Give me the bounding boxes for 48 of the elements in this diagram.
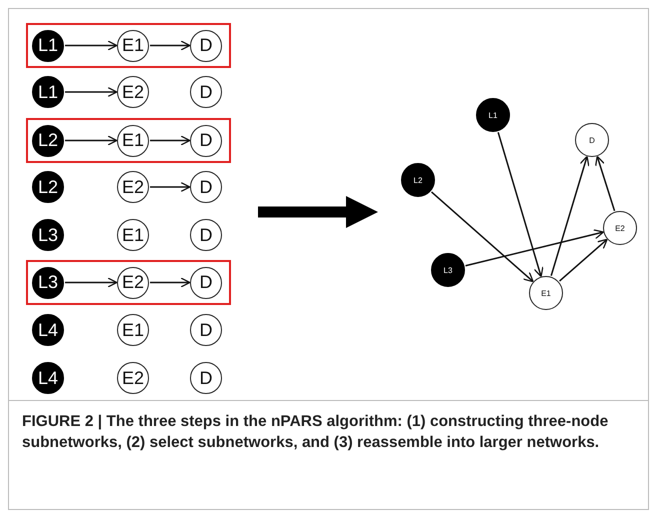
- node-circle: D: [190, 124, 222, 156]
- node-circle: L1: [32, 76, 64, 108]
- node-circle: L2: [401, 163, 435, 197]
- figure-caption: FIGURE 2 | The three steps in the nPARS algorithm: (1) constructing three-node subnetworks, (2) select subnetworks, and (3) reassemble into larger networks.: [22, 412, 610, 453]
- node-circle: E1: [529, 276, 563, 310]
- arrow: [550, 156, 590, 276]
- node-circle: L1: [32, 30, 64, 62]
- node-circle: E2: [117, 76, 149, 108]
- node-circle: D: [575, 123, 609, 157]
- node-circle: L3: [32, 266, 64, 298]
- arrow: [65, 277, 118, 288]
- node-circle: D: [190, 30, 222, 62]
- node-circle: E1: [117, 30, 149, 62]
- highlight-box: [26, 260, 231, 305]
- highlight-box: [26, 23, 231, 68]
- node-circle: E2: [117, 362, 149, 394]
- arrow: [150, 40, 191, 51]
- arrow: [65, 135, 118, 146]
- node-circle: D: [190, 314, 222, 346]
- arrow: [465, 229, 604, 266]
- arrow: [497, 132, 544, 278]
- arrow: [150, 277, 191, 288]
- arrow: [431, 191, 534, 282]
- arrow: [559, 238, 608, 282]
- node-circle: E2: [603, 211, 637, 245]
- node-circle: E1: [117, 219, 149, 251]
- highlight-box: [26, 118, 231, 163]
- node-circle: D: [190, 171, 222, 203]
- node-circle: E2: [117, 266, 149, 298]
- node-circle: L4: [32, 362, 64, 394]
- arrow: [595, 156, 616, 212]
- arrow: [65, 86, 118, 98]
- node-circle: L4: [32, 314, 64, 346]
- node-circle: L1: [476, 98, 510, 132]
- node-circle: E2: [117, 171, 149, 203]
- node-circle: L2: [32, 171, 64, 203]
- node-circle: L2: [32, 124, 64, 156]
- arrow: [150, 182, 191, 192]
- arrow: [150, 135, 191, 146]
- node-circle: E1: [117, 124, 149, 156]
- node-circle: D: [190, 362, 222, 394]
- node-circle: L3: [32, 219, 64, 251]
- node-circle: D: [190, 219, 222, 251]
- arrow: [65, 40, 118, 51]
- node-circle: D: [190, 266, 222, 298]
- node-circle: D: [190, 76, 222, 108]
- node-circle: L3: [431, 253, 465, 287]
- node-circle: E1: [117, 314, 149, 346]
